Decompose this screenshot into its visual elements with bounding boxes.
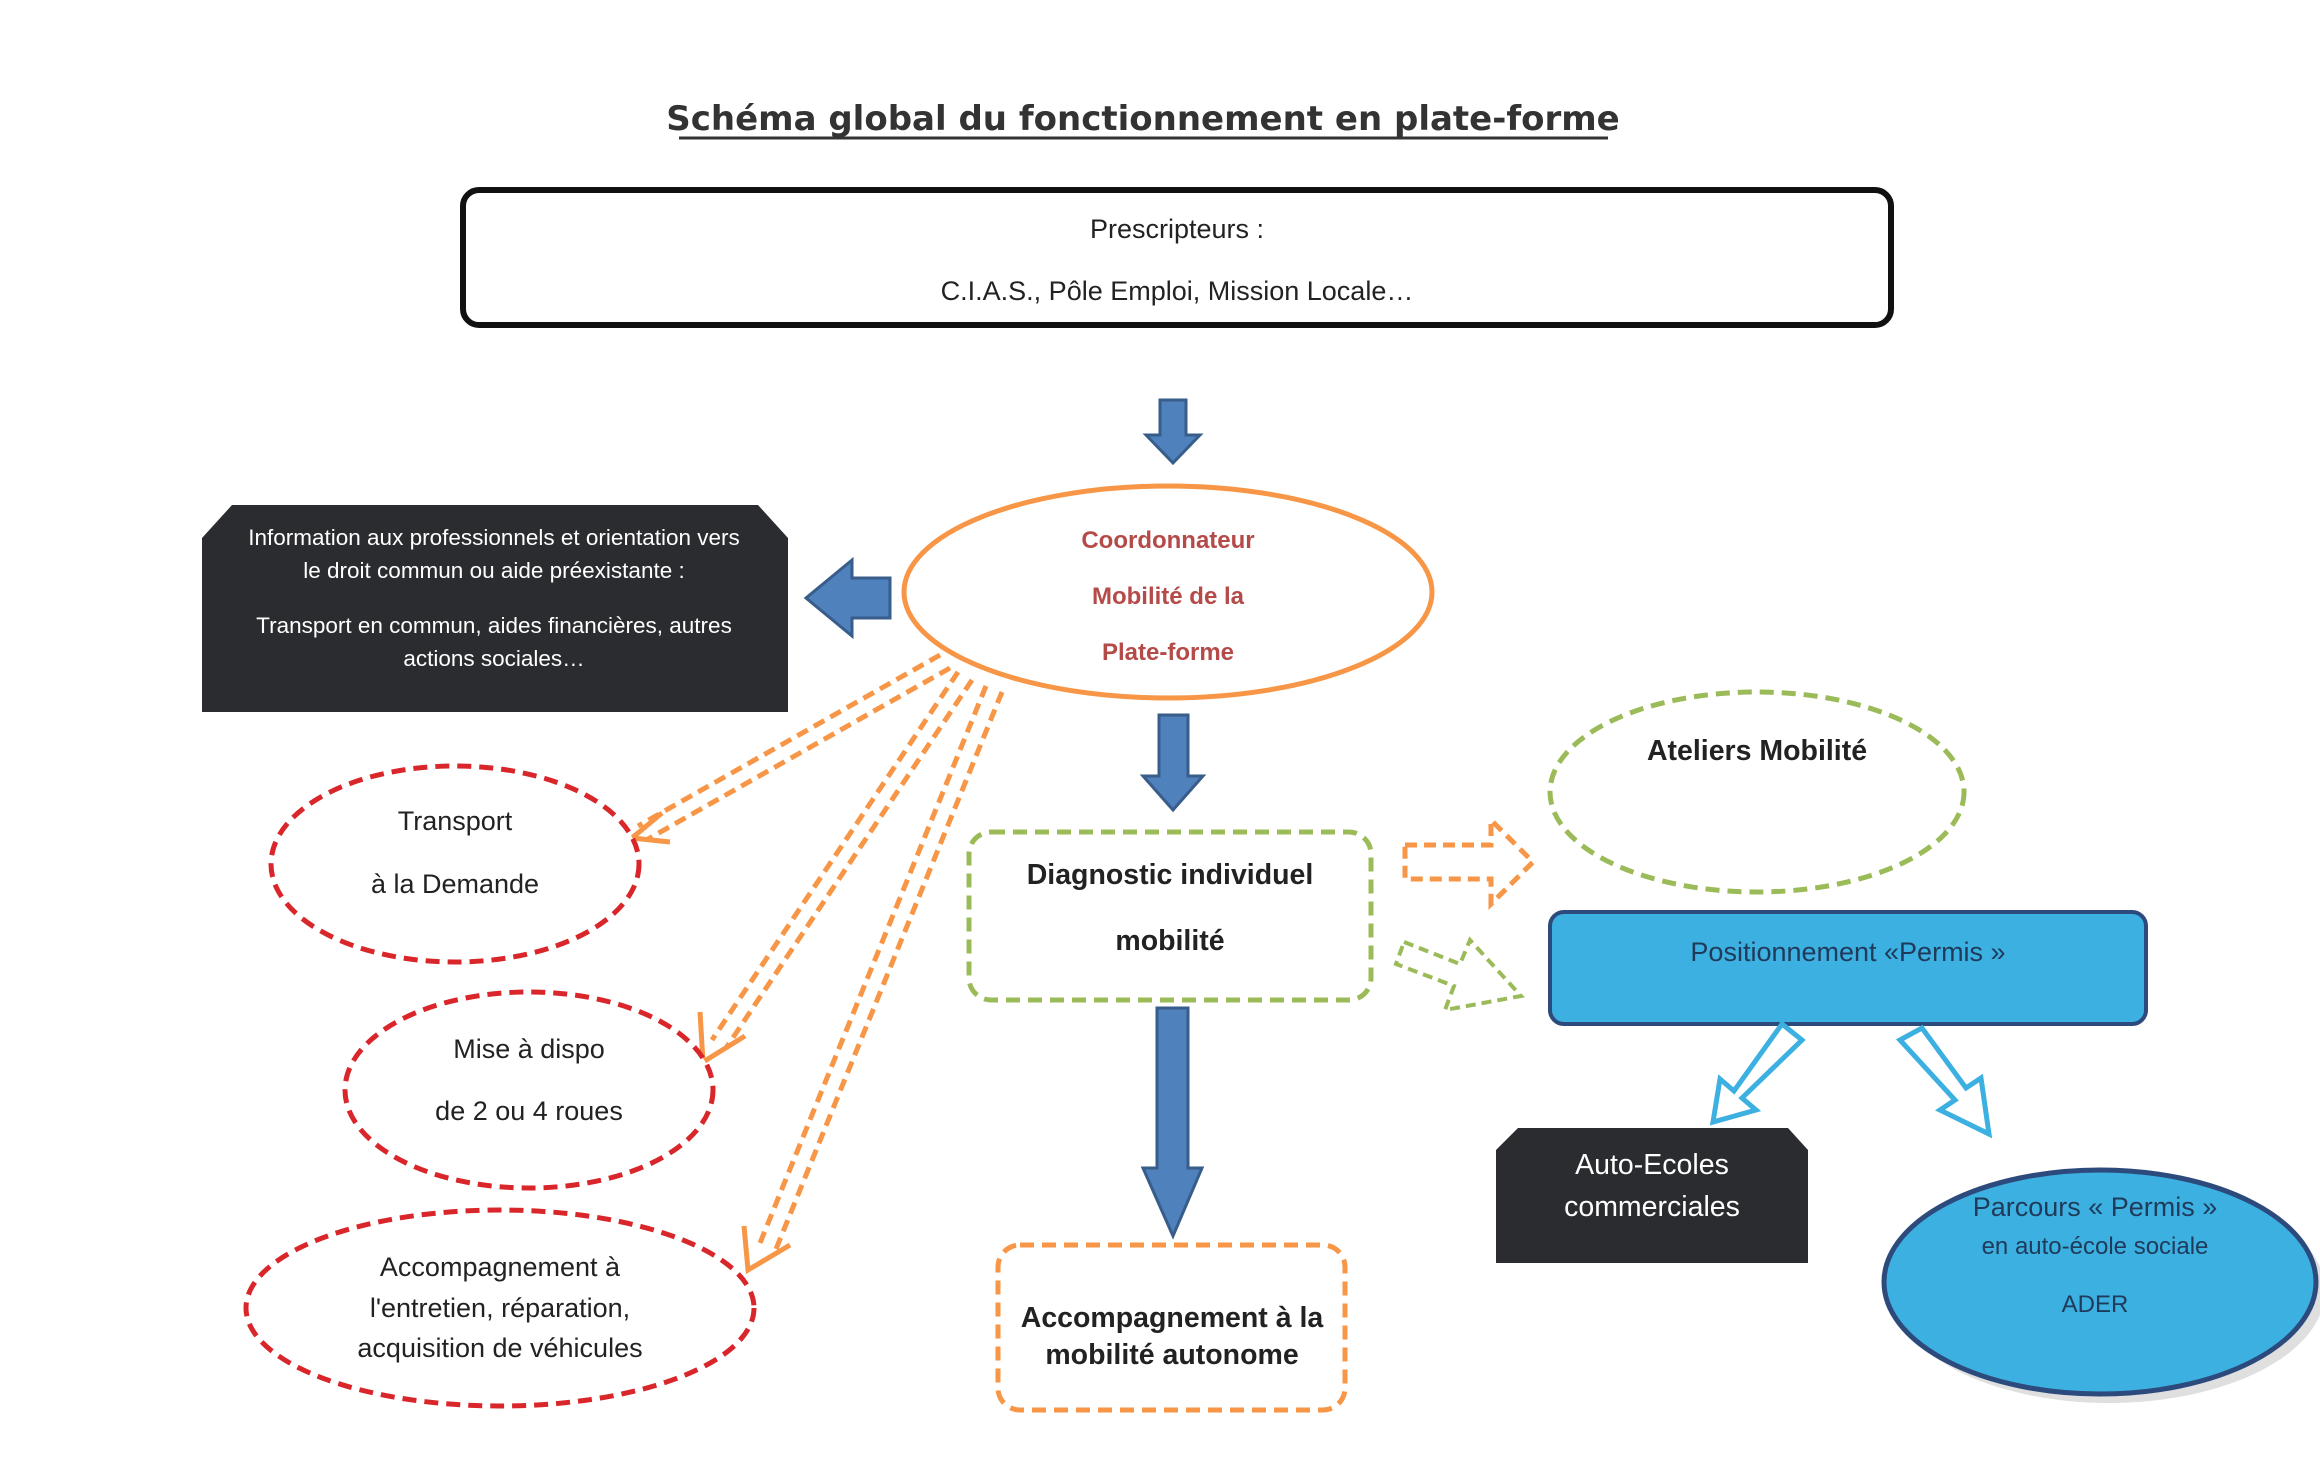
auto-ecoles-line-1: Auto-Ecoles (1575, 1149, 1729, 1181)
ateliers-ellipse: Ateliers Mobilité (1547, 689, 1967, 895)
transport-line-1: Transport (398, 806, 513, 836)
parcours-line-1: Parcours « Permis » (1973, 1192, 2218, 1222)
diagnostic-line-1: Diagnostic individuel (1027, 859, 1314, 891)
arrow-left-information (803, 556, 892, 640)
prescripteurs-box: Prescripteurs : C.I.A.S., Pôle Emploi, M… (460, 187, 1894, 328)
positionnement-box: Positionnement «Permis » (1548, 910, 2148, 1026)
diagnostic-box: Diagnostic individuel mobilité (966, 829, 1374, 1003)
diagram-title: Schéma global du fonctionnement en plate… (666, 99, 1620, 139)
auto-ecoles-box: Auto-Ecoles commerciales (1496, 1128, 1808, 1263)
mise-a-dispo-line-2: de 2 ou 4 roues (435, 1096, 623, 1126)
mise-a-dispo-ellipse: Mise à dispo de 2 ou 4 roues (342, 989, 716, 1191)
information-line-3: Transport en commun, aides financières, … (256, 613, 732, 638)
arrow-to-mise-a-dispo (697, 670, 975, 1067)
positionnement-label: Positionnement «Permis » (1690, 937, 2005, 967)
coordinator-line-2: Mobilité de la (1092, 583, 1245, 610)
information-line-4: actions sociales… (403, 646, 584, 671)
parcours-line-2: en auto-école sociale (1982, 1233, 2209, 1260)
orange-dashed-arrows (625, 652, 1005, 1275)
transport-ellipse: Transport à la Demande (268, 763, 642, 965)
diagnostic-line-2: mobilité (1115, 925, 1224, 957)
parcours-ellipse: Parcours « Permis » en auto-école social… (1881, 1167, 2320, 1403)
entretien-line-3: acquisition de véhicules (357, 1333, 642, 1363)
ateliers-label: Ateliers Mobilité (1647, 735, 1867, 767)
information-box: Information aux professionnels et orient… (202, 505, 788, 712)
parcours-line-3: ADER (2062, 1291, 2129, 1318)
coordinator-ellipse: Coordonnateur Mobilité de la Plate-forme (901, 483, 1435, 701)
arrow-right-ateliers (1402, 813, 1537, 911)
arrow-down-prescripteurs (1142, 398, 1204, 466)
accompagnement-line-1: Accompagnement à la (1021, 1302, 1325, 1334)
information-line-2: le droit commun ou aide préexistante : (303, 558, 684, 583)
auto-ecoles-line-2: commerciales (1564, 1191, 1740, 1223)
entretien-line-2: l'entretien, réparation, (370, 1293, 630, 1323)
arrow-to-auto-ecoles (1709, 1020, 1806, 1126)
accompagnement-box: Accompagnement à la mobilité autonome (995, 1242, 1348, 1413)
arrow-to-parcours (1895, 1024, 1993, 1139)
transport-line-2: à la Demande (371, 869, 539, 899)
diagram-title-group: Schéma global du fonctionnement en plate… (666, 99, 1620, 140)
accompagnement-line-2: mobilité autonome (1045, 1339, 1298, 1371)
entretien-ellipse: Accompagnement à l'entretien, réparation… (243, 1207, 757, 1409)
entretien-line-1: Accompagnement à (380, 1252, 621, 1282)
information-line-1: Information aux professionnels et orient… (248, 525, 740, 550)
prescripteurs-list: C.I.A.S., Pôle Emploi, Mission Locale… (941, 276, 1414, 306)
arrow-down-accompagnement (1140, 1006, 1205, 1240)
coordinator-line-1: Coordonnateur (1081, 527, 1254, 554)
arrow-to-entretien (741, 685, 1005, 1275)
arrow-down-diagnostic (1139, 713, 1207, 813)
arrow-right-positionnement (1393, 936, 1525, 1013)
mise-a-dispo-line-1: Mise à dispo (453, 1034, 605, 1064)
coordinator-line-3: Plate-forme (1102, 639, 1234, 666)
prescripteurs-label: Prescripteurs : (1090, 214, 1264, 244)
